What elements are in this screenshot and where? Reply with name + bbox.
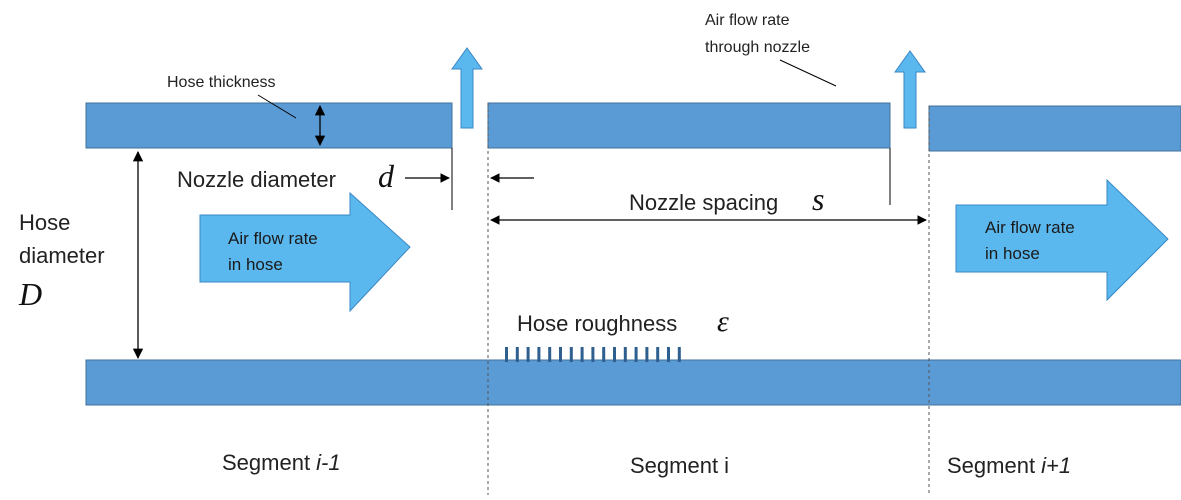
roughness-tick <box>559 347 562 362</box>
nozzle-air-label-line1: Air flow rate <box>705 12 790 29</box>
nozzle-spacing-label: Nozzle spacing <box>629 190 778 215</box>
nozzle-diameter-label: Nozzle diameter <box>177 167 336 192</box>
roughness-tick <box>677 347 681 362</box>
hose-thickness-label: Hose thickness <box>167 74 276 91</box>
roughness-tick <box>505 347 508 362</box>
segment-right-index: i+1 <box>1041 453 1071 478</box>
segment-right-label: Segment i+1 <box>947 453 1071 478</box>
left-air-label-line2: in hose <box>228 255 283 274</box>
roughness-tick <box>591 347 595 362</box>
left-air-label-line1: Air flow rate <box>228 229 318 248</box>
nozzle-diameter-symbol: d <box>378 158 395 194</box>
roughness-tick <box>580 347 584 362</box>
roughness-tick <box>548 347 552 362</box>
roughness-marks <box>505 347 681 362</box>
nozzle-flow-arrow-right <box>894 50 926 129</box>
hose-diameter-label-line1: Hose <box>19 210 70 235</box>
segment-mid-label: Segment i <box>630 453 729 478</box>
roughness-tick <box>667 347 670 362</box>
bottom-hose-wall <box>85 359 1181 406</box>
segment-left-index: i-1 <box>316 450 340 475</box>
roughness-tick <box>602 347 606 362</box>
hose-diameter-symbol: D <box>18 276 42 312</box>
roughness-tick <box>526 347 530 362</box>
roughness-tick <box>515 347 519 362</box>
segment-left-label: Segment i-1 <box>222 450 341 475</box>
hose-thickness-leader <box>257 94 297 119</box>
right-air-label-line2: in hose <box>985 244 1040 263</box>
roughness-tick <box>569 347 573 362</box>
top-hose-wall-left <box>85 102 453 149</box>
roughness-tick <box>634 347 638 362</box>
hose-roughness-label: Hose roughness <box>517 311 677 336</box>
hose-diameter-label-line2: diameter <box>19 243 105 268</box>
hose-flow-arrow-left <box>199 191 411 313</box>
top-hose-wall-mid <box>487 102 891 149</box>
nozzle-air-leader <box>779 59 837 87</box>
hose-flow-arrow-right <box>955 178 1169 302</box>
nozzle-air-label-line2: through nozzle <box>705 39 810 56</box>
hose-roughness-symbol: ε <box>717 305 729 338</box>
segment-left-prefix: Segment <box>222 450 316 475</box>
roughness-tick <box>613 347 616 362</box>
segment-right-prefix: Segment <box>947 453 1041 478</box>
roughness-tick <box>656 347 660 362</box>
right-air-label-line1: Air flow rate <box>985 218 1075 237</box>
nozzle-diameter-text: Nozzle diameter <box>177 167 336 192</box>
nozzle-spacing-symbol: s <box>812 181 824 217</box>
nozzle-flow-arrow-left <box>451 47 483 129</box>
top-hose-wall-right <box>928 105 1181 152</box>
roughness-tick <box>645 347 649 362</box>
roughness-tick <box>623 347 627 362</box>
roughness-tick <box>537 347 541 362</box>
